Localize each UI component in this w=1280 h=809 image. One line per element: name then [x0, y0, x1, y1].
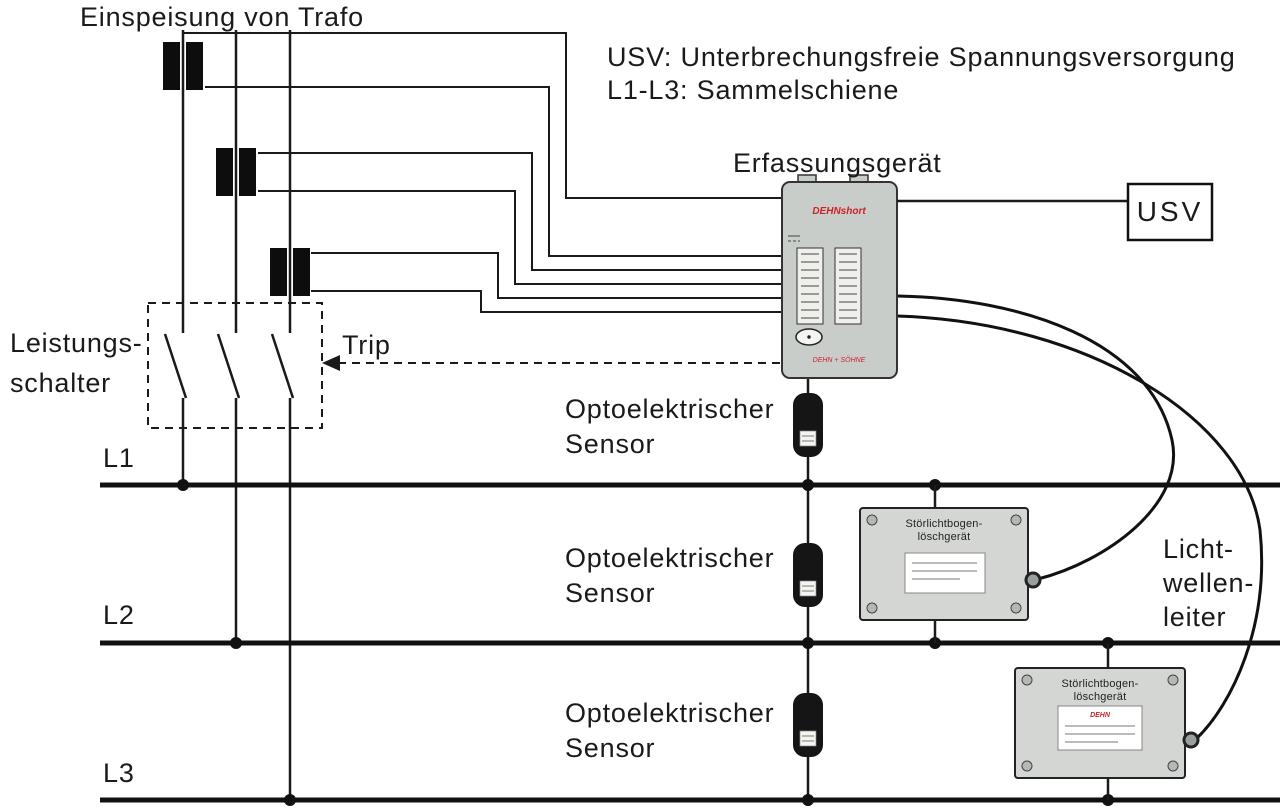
ct2-bar-left [216, 148, 233, 196]
device-label: Erfassungsgerät [733, 148, 942, 178]
screw-icon [1021, 674, 1033, 686]
fiber-label-line2: wellen- [1162, 568, 1254, 598]
screw-icon [1010, 602, 1022, 614]
opto-sensor-1 [793, 393, 823, 457]
breaker-dashed-box [147, 302, 323, 429]
junction-dot [802, 637, 814, 649]
trip-arrowhead-icon [322, 355, 340, 371]
ct-wire-5 [311, 252, 782, 299]
sensor1-label-line2: Sensor [565, 429, 655, 459]
fiber-cable-2 [896, 314, 1264, 741]
screw-icon [1010, 514, 1022, 526]
trip-label: Trip [342, 330, 391, 360]
screw-icon [1021, 760, 1033, 772]
breaker-blade-1 [163, 333, 188, 399]
ct-wire-1 [183, 32, 782, 199]
breaker-label-line1: Leistungs- [10, 328, 143, 358]
sensor1-label-line1: Optoelektrischer [565, 394, 774, 424]
ct-secondary-wires [183, 32, 782, 313]
fiber-connector-eyelet [1024, 571, 1042, 589]
sensor-label-plate [799, 730, 817, 747]
sensor3-label-line2: Sensor [565, 733, 655, 763]
feed-conductors [181, 30, 292, 800]
sensor-body [793, 393, 823, 457]
breaker-label-line2: schalter [10, 368, 111, 398]
arc-quencher-1: Störlichtbogen- löschgerät [859, 485, 1042, 643]
breaker-blade-3 [270, 333, 295, 399]
sensor-label-plate [799, 430, 817, 447]
feed-label: Einspeisung von Trafo [80, 2, 364, 32]
ct2-bar-right [239, 148, 256, 196]
screw-icon [866, 602, 878, 614]
quencher2-nameplate-logo: DEHN [1090, 712, 1111, 719]
busbar-l3-label: L3 [103, 758, 135, 788]
usv-box-frame [1126, 182, 1214, 242]
screw-icon [1167, 674, 1179, 686]
junction-dot [284, 794, 296, 806]
quencher1-title-line2: löschgerät [918, 531, 971, 543]
sensor3-label-line1: Optoelektrischer [565, 698, 774, 728]
screw-icon [866, 514, 878, 526]
breaker-blade-2 [216, 333, 241, 399]
current-transformers [163, 42, 310, 296]
opto-sensor-2 [793, 543, 823, 607]
legend-line1: USV: Unterbrechungsfreie Spannungsversor… [607, 42, 1236, 72]
detection-device: DEHNshort DEHN + SÖHNE [781, 174, 898, 379]
fiber-connector-eyelet [1182, 731, 1200, 749]
busbar-l1-label: L1 [103, 443, 135, 473]
sensor-body [793, 693, 823, 757]
busbars [100, 482, 1280, 803]
quencher2-nameplate [1057, 705, 1143, 751]
opto-sensor-3 [793, 693, 823, 757]
fiber-cable-1 [896, 294, 1176, 581]
ct-wire-4 [258, 190, 782, 285]
junction-dot [230, 637, 242, 649]
quencher2-title-line1: Störlichtbogen- [1062, 678, 1139, 690]
opto-sensors [793, 393, 823, 757]
usv-box: USV [1126, 182, 1214, 242]
sensor-body [793, 543, 823, 607]
ct1-bar-left [163, 42, 180, 90]
arc-quencher-2: Störlichtbogen- löschgerät DEHN [1014, 643, 1200, 800]
legend-line2: L1-L3: Sammelschiene [607, 75, 899, 105]
sensor2-label-line1: Optoelektrischer [565, 543, 774, 573]
breaker-blades [163, 333, 295, 399]
junction-dot [802, 479, 814, 491]
ct-wire-2 [205, 86, 782, 257]
device-button-dot [807, 335, 811, 339]
junction-dot [802, 794, 814, 806]
fiber-label-line3: leiter [1163, 602, 1226, 632]
sensor-label-plate [799, 580, 817, 597]
fiber-optic-cables [896, 294, 1264, 741]
device-logo-text: DEHNshort [812, 206, 866, 217]
trip-signal [322, 355, 782, 371]
screw-icon [1167, 760, 1179, 772]
ct3-bar-left [270, 248, 287, 296]
device-bottom-text: DEHN + SÖHNE [813, 356, 866, 364]
junction-dot [177, 479, 189, 491]
quencher1-title-line1: Störlichtbogen- [906, 518, 983, 530]
ct1-bar-right [186, 42, 203, 90]
quencher2-title-line2: löschgerät [1074, 691, 1127, 703]
busbar-l2-label: L2 [103, 600, 135, 630]
quencher1-nameplate [904, 552, 986, 594]
usv-box-label: USV [1137, 196, 1204, 227]
ct-wire-6 [311, 290, 782, 313]
sensor2-label-line2: Sensor [565, 578, 655, 608]
ct-wire-3 [258, 152, 782, 271]
ct3-bar-right [293, 248, 310, 296]
fiber-label-line1: Licht- [1163, 534, 1234, 564]
